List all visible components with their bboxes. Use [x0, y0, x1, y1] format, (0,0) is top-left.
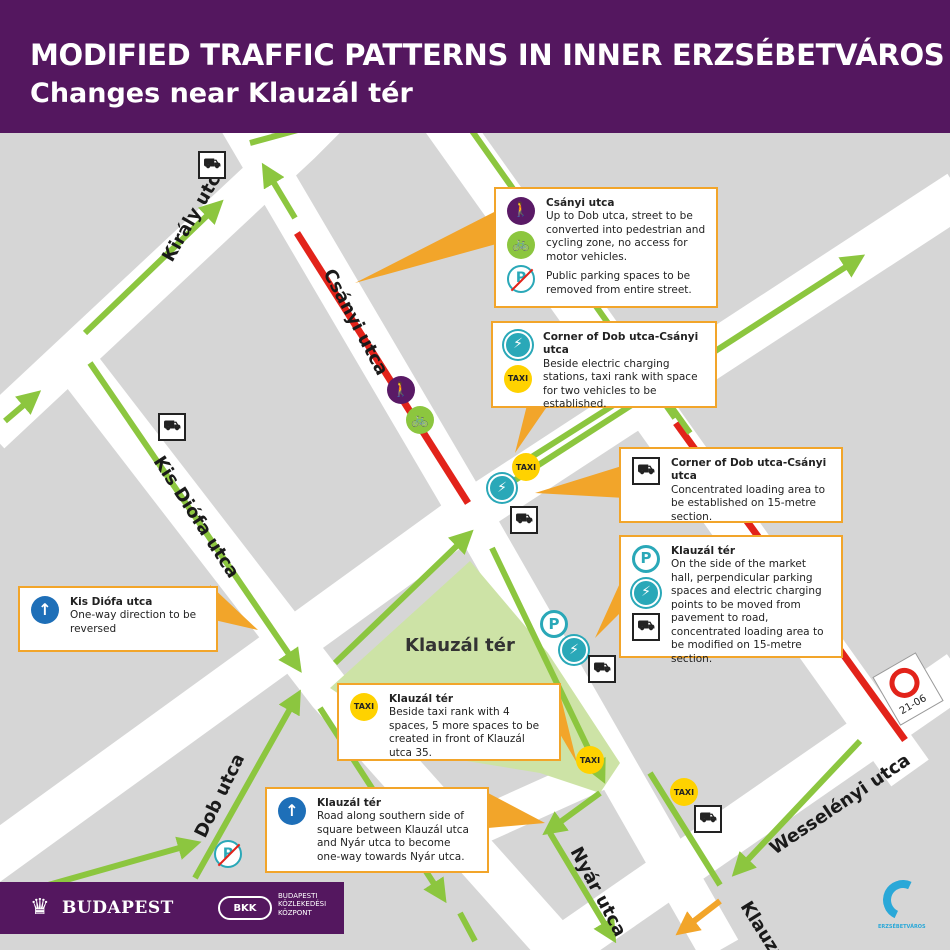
erzsebetvaros-logo-text: ERZSÉBETVÁROS: [878, 924, 926, 930]
no-parking-icon-dob: P: [214, 840, 242, 868]
callout-klauzal-road: ↑ Klauzál tér Road along southern side o…: [265, 787, 489, 873]
one-way-arrow-icon: ↑: [278, 797, 306, 825]
callout-title: Corner of Dob utca-Csányi utca: [671, 457, 827, 483]
bicycle-icon: 🚲: [507, 231, 535, 259]
road-kiraly[interactable]: [0, 133, 340, 449]
parking-icon: P: [632, 545, 660, 573]
callout-title: Klauzál tér: [317, 797, 382, 809]
arrow-csanyi-top: [261, 162, 298, 220]
one-way-arrow-icon: ↑: [31, 596, 59, 624]
callout-klauzal-taxi: TAXI Klauzál tér Beside taxi rank with 4…: [337, 683, 561, 761]
header-banner: MODIFIED TRAFFIC PATTERNS IN INNER ERZSÉ…: [0, 0, 950, 133]
callout-title: Corner of Dob utca-Csányi utca: [543, 331, 699, 357]
callout-title: Klauzál tér: [389, 693, 454, 705]
arrow-klauzal-utca: [647, 771, 723, 887]
arrow-kis-diofa: [87, 361, 302, 673]
callout-klauzal-parking: P ⚡ ⛟ Klauzál tér On the side of the mar…: [619, 535, 843, 665]
park-label-klauzal-ter: Klauzál tér: [405, 635, 515, 656]
budapest-crest-icon: ♛: [30, 895, 50, 920]
loading-zone-icon-kiraly: ⛟: [198, 151, 226, 179]
loading-zone-icon: ⛟: [632, 457, 660, 485]
callout-text: Road along southern side of square betwe…: [317, 810, 469, 863]
ev-charging-icon-square: ⚡: [560, 636, 588, 664]
arrow-square-west: [332, 529, 474, 666]
arrow-kiraly: [82, 199, 224, 336]
arrow-square-east: [489, 546, 606, 784]
arrow-square-south: [542, 790, 602, 836]
callout-text: On the side of the market hall, perpendi…: [671, 558, 824, 665]
callout-text: Concentrated loading area to be establis…: [671, 483, 826, 523]
arrow-kiraly-top: [249, 133, 299, 146]
taxi-icon-klauzal-utca: TAXI: [670, 778, 698, 806]
loading-zone-icon: ⛟: [632, 613, 660, 641]
ev-charging-icon: ⚡: [488, 474, 516, 502]
callout-text: Beside electric charging stations, taxi …: [543, 357, 698, 411]
erzsebetvaros-logo-icon: [877, 874, 929, 926]
callout-text: One-way direction to be reversed: [70, 609, 197, 635]
callout-title: Kis Diófa utca: [70, 596, 153, 608]
taxi-icon: TAXI: [512, 453, 540, 481]
footer-logos: ♛ BUDAPEST BKK BUDAPESTI KÖZLEKEDÉSI KÖZ…: [0, 882, 344, 934]
arrow-klauzal-changed: [675, 898, 722, 936]
loading-zone-icon: ⛟: [510, 506, 538, 534]
csanyi-pedestrian-zone-line: [294, 231, 471, 505]
taxi-icon: TAXI: [350, 693, 378, 721]
callout-text: Beside taxi rank with 4 spaces, 5 more s…: [389, 706, 540, 759]
arrow-nyar: [547, 831, 617, 944]
taxi-icon-square: TAXI: [576, 746, 604, 774]
pedestrian-icon: 🚶: [387, 376, 415, 404]
arrow-wesselenyi: [731, 738, 863, 877]
callout-title: Klauzál tér: [671, 545, 736, 557]
callout-kis-diofa: ↑ Kis Diófa utca One-way direction to be…: [18, 586, 218, 652]
callout-corner-loading: ⛟ Corner of Dob utca-Csányi utca Concent…: [619, 447, 843, 523]
callout-corner-charging: ⚡ TAXI Corner of Dob utca-Csányi utca Be…: [491, 321, 717, 410]
bkk-logo: BKK: [218, 896, 272, 920]
callout-text: Up to Dob utca, street to be converted i…: [546, 210, 706, 263]
loading-zone-icon-klauzal-utca: ⛟: [694, 805, 722, 833]
bicycle-icon: 🚲: [406, 406, 434, 434]
callout-csanyi-utca: 🚶 🚲 P Csányi utca Up to Dob utca, street…: [494, 187, 718, 308]
taxi-icon: TAXI: [504, 365, 532, 393]
loading-zone-icon-kis-diofa: ⛟: [158, 413, 186, 441]
ev-charging-icon: ⚡: [504, 331, 532, 359]
arrow-kiraly-left: [3, 390, 42, 424]
pedestrian-icon: 🚶: [507, 197, 535, 225]
erzsebetvaros-logo: ERZSÉBETVÁROS: [877, 874, 929, 935]
page-subtitle: Changes near Klauzál tér: [30, 78, 413, 109]
arrow-dob-left: [192, 689, 301, 880]
no-parking-icon: P: [507, 265, 535, 293]
bkk-full-name: BUDAPESTI KÖZLEKEDÉSI KÖZPONT: [278, 892, 327, 917]
ev-charging-icon: ⚡: [632, 579, 660, 607]
page-title: MODIFIED TRAFFIC PATTERNS IN INNER ERZSÉ…: [30, 38, 945, 72]
parking-icon: P: [540, 610, 568, 638]
budapest-logo-text: BUDAPEST: [62, 898, 174, 918]
arrow-bottom: [457, 911, 478, 943]
loading-zone-icon-square: ⛟: [588, 655, 616, 683]
callout-text-2: Public parking spaces to be removed from…: [546, 270, 692, 296]
callout-title: Csányi utca: [546, 197, 615, 209]
